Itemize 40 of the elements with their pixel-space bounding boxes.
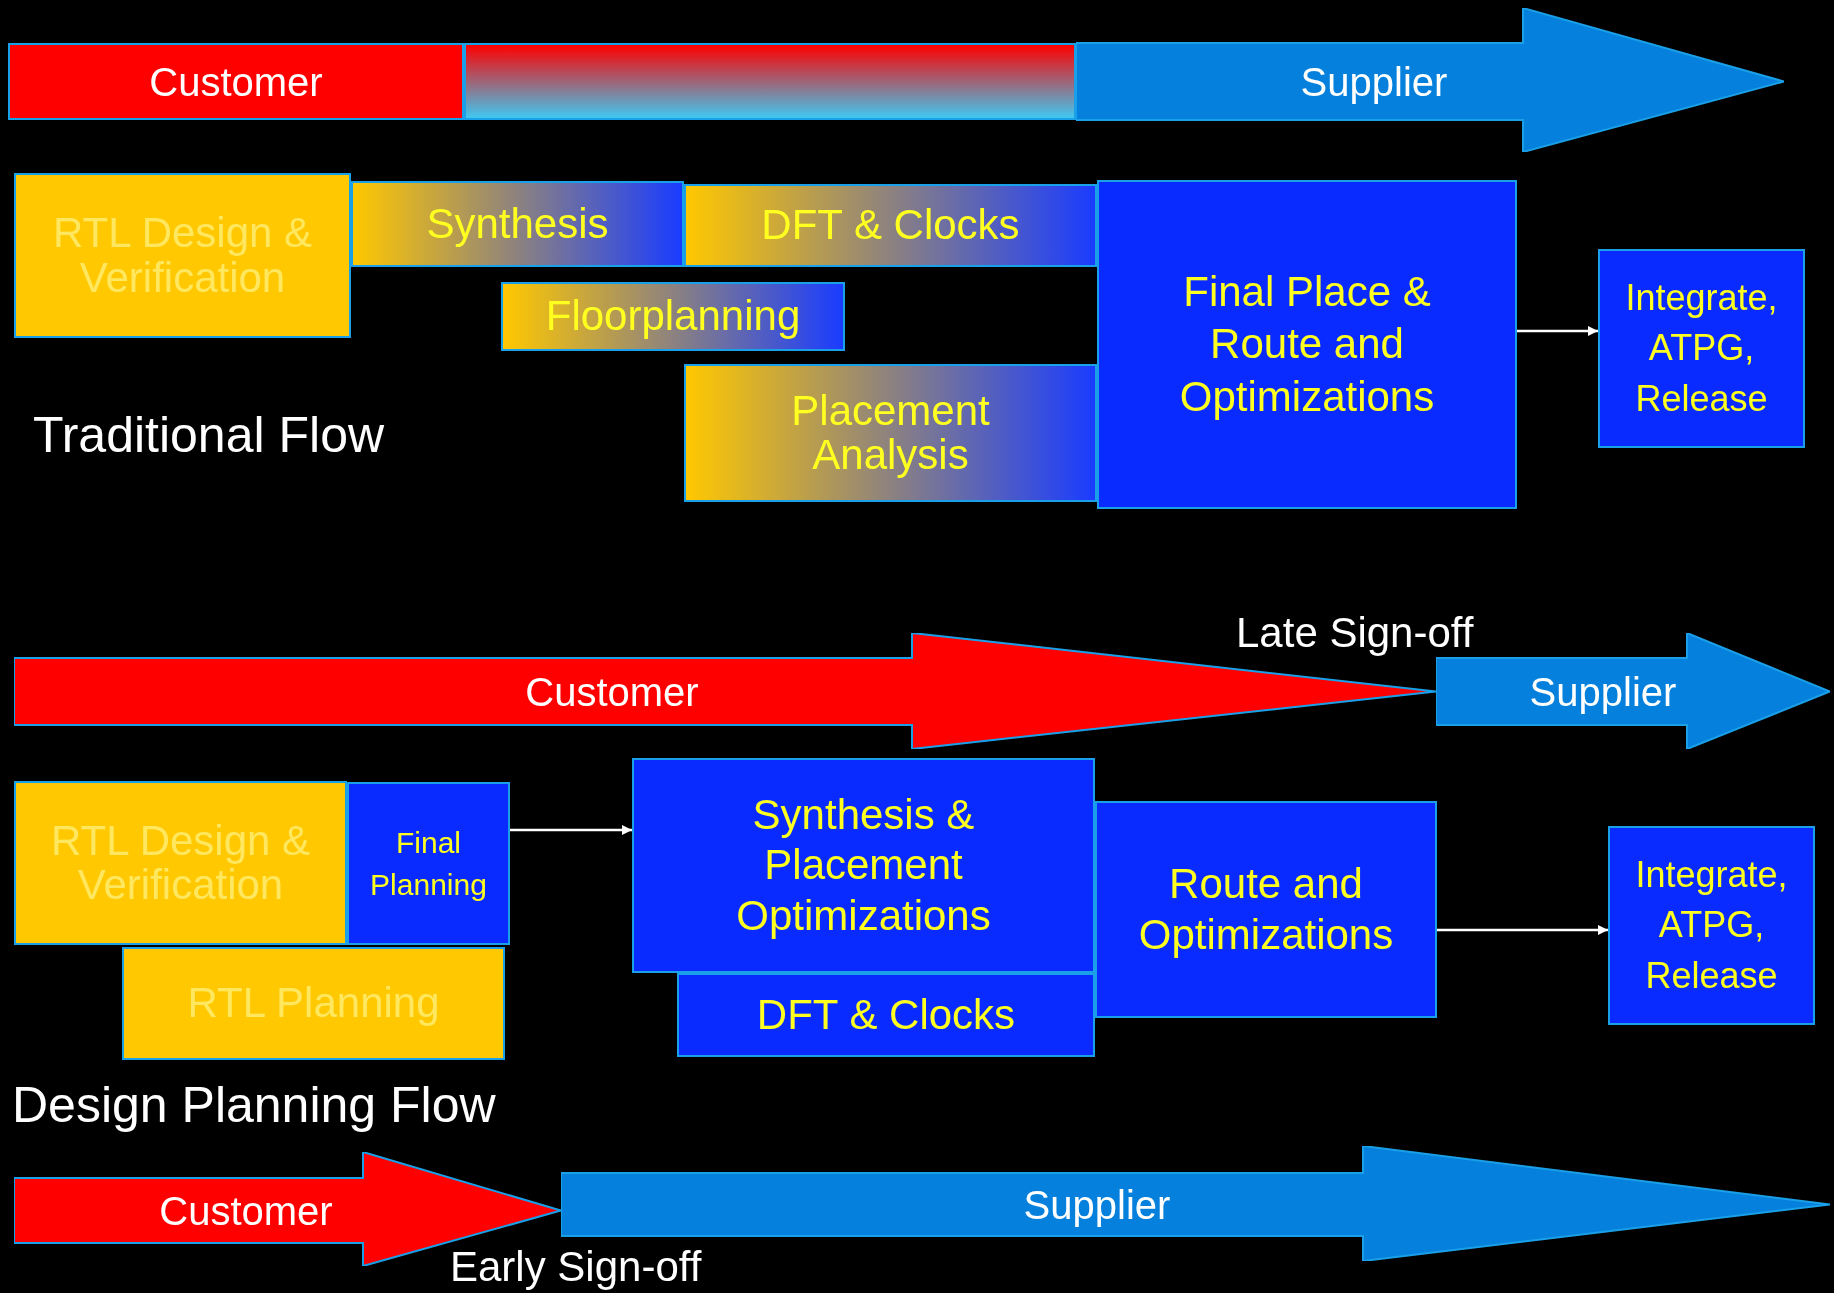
step-label: DFT & Clocks — [761, 203, 1020, 248]
customer-band — [8, 43, 464, 120]
step-label: Customer — [149, 60, 323, 103]
process-box — [1608, 826, 1815, 1025]
arrow — [1437, 925, 1608, 935]
step-label: RTL Design & Verification — [49, 818, 312, 908]
flow-title: Traditional Flow — [33, 410, 385, 460]
process-box — [14, 781, 347, 945]
flow-title: Design Planning Flow — [12, 1080, 496, 1130]
process-box — [122, 947, 505, 1060]
milestone-label: Late Sign-off — [1236, 612, 1474, 654]
step-label: Integrate, ATPG, Release — [1634, 852, 1789, 998]
step-label: RTL Design & Verification — [51, 211, 314, 300]
step-label: Supplier — [1023, 1182, 1171, 1227]
process-box — [1097, 180, 1517, 509]
step-label: Final Place & Route and Optimizations — [1178, 266, 1436, 422]
step-label: RTL Planning — [187, 981, 440, 1026]
arrow — [510, 825, 632, 835]
process-box — [1095, 801, 1437, 1018]
milestone-label: Early Sign-off — [450, 1246, 702, 1288]
step-label: Final Planning — [369, 824, 488, 903]
process-box — [632, 758, 1095, 973]
process-box — [684, 184, 1097, 267]
step-label: DFT & Clocks — [756, 992, 1016, 1038]
process-box — [684, 364, 1097, 502]
process-box — [1598, 249, 1805, 448]
process-box — [14, 173, 351, 338]
process-box — [347, 782, 510, 945]
step-label: Placement Analysis — [790, 388, 991, 478]
step-label: Supplier — [1300, 59, 1448, 104]
process-box — [677, 973, 1095, 1057]
step-label: Route and Optimizations — [1137, 859, 1395, 960]
gradient-bar — [464, 43, 1076, 120]
step-label: Integrate, ATPG, Release — [1624, 275, 1779, 421]
step-label: Customer — [525, 669, 699, 714]
step-label: Synthesis & Placement Optimizations — [735, 789, 992, 941]
step-label: Supplier — [1529, 669, 1677, 714]
arrow — [1517, 326, 1598, 336]
step-label: Customer — [159, 1188, 333, 1233]
phase-banner — [1076, 8, 1784, 152]
